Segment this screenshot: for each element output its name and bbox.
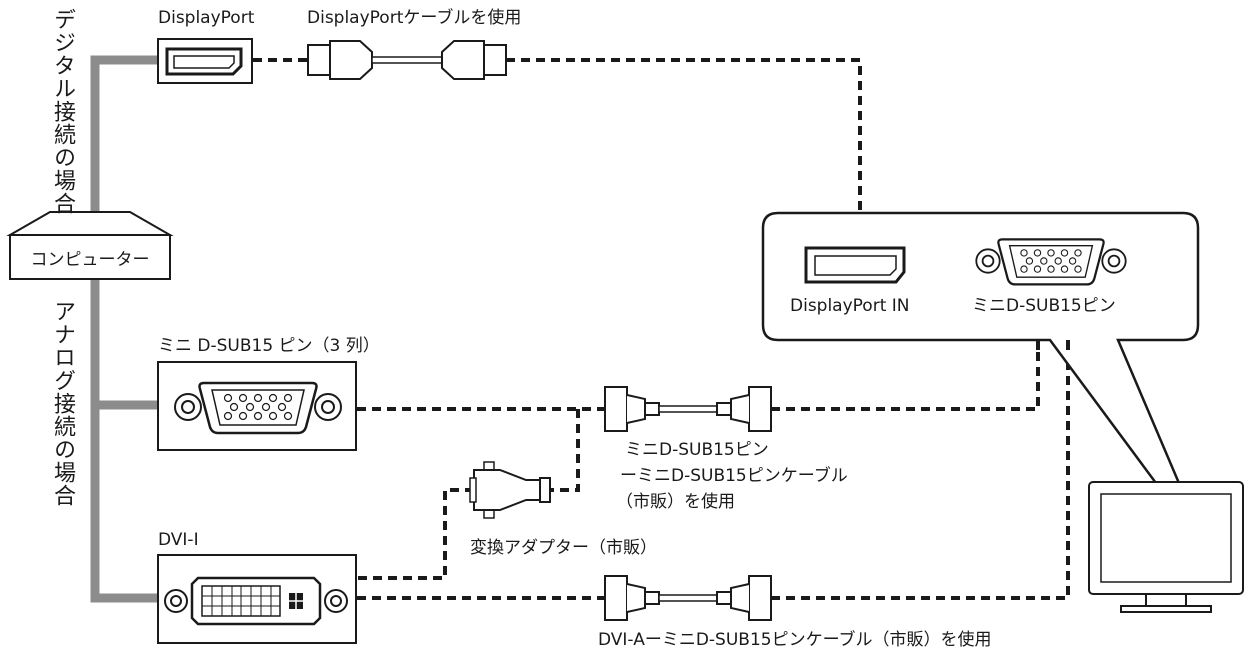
vga-cable-label-line2: ーミニD-SUB15ピンケーブル	[620, 466, 848, 486]
computer-box	[6, 211, 174, 280]
pc-displayport-label: DisplayPort	[158, 8, 255, 28]
vga-cable	[357, 332, 1040, 432]
dvi-vga-cable	[357, 332, 1070, 621]
pc-minidsub-label: ミニ D-SUB15 ピン（3 列）	[158, 336, 380, 356]
pc-dvi-label: DVI-I	[158, 530, 199, 550]
pc-dvi-port	[157, 554, 357, 644]
monitor-dp-port	[804, 246, 906, 284]
adapter-link	[358, 409, 580, 580]
monitor-dp-in-label: DisplayPort IN	[790, 296, 910, 316]
adapter-label: 変換アダプター（市販）	[470, 538, 657, 558]
dp-cable-label: DisplayPortケーブルを使用	[307, 8, 522, 28]
pc-displayport-port	[157, 38, 253, 84]
analog-section-label: アナログ接続の場合	[50, 300, 75, 507]
vga-cable-label-line3: （市販）を使用	[616, 492, 735, 512]
displayport-cable	[253, 40, 862, 215]
monitor-minidsub-label: ミニD-SUB15ピン	[972, 296, 1116, 316]
monitor	[1088, 481, 1244, 613]
digital-section-label: デジタル接続の場合	[50, 8, 75, 215]
pc-minidsub-port	[157, 361, 357, 451]
conversion-adapter	[469, 461, 551, 519]
vga-cable-label-line1: ミニD-SUB15ピン	[625, 440, 769, 460]
dvi-cable-label: DVI-AーミニD-SUB15ピンケーブル（市販）を使用	[598, 630, 992, 650]
computer-label: コンピューター	[30, 249, 150, 270]
trunk-lines	[90, 55, 158, 603]
